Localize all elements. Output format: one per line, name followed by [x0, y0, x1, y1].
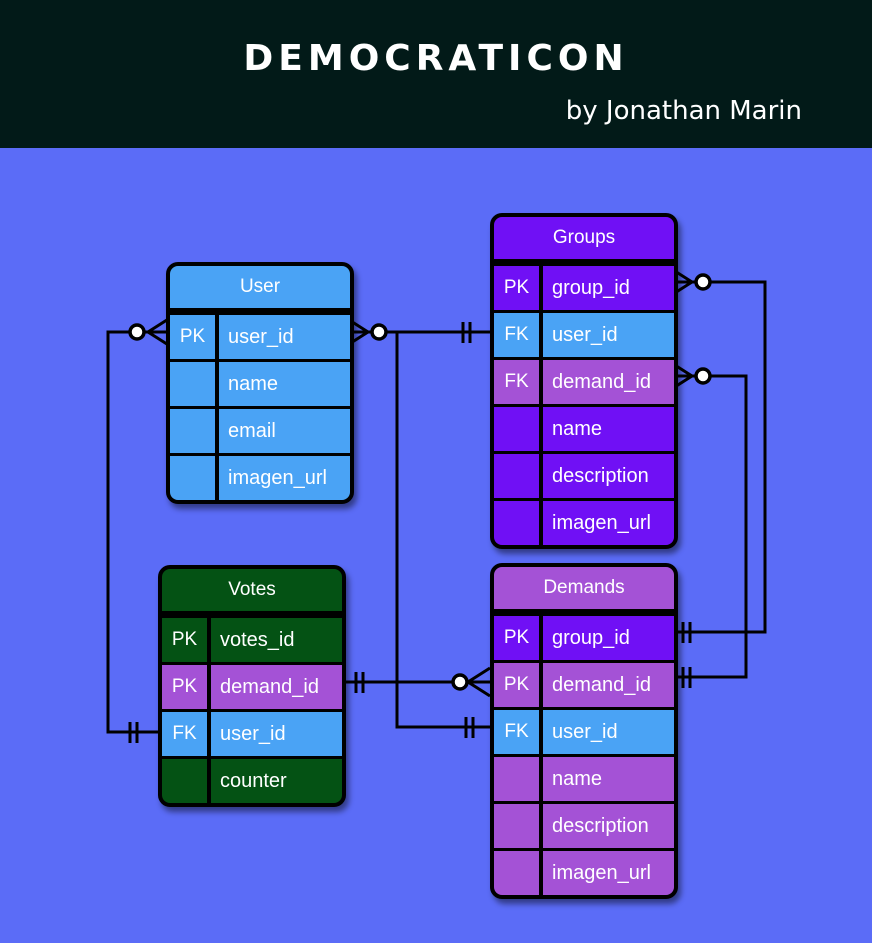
optional-circle-groups-demand — [694, 367, 712, 385]
key-badge: FK — [494, 360, 543, 404]
table-row: imagen_url — [494, 848, 674, 895]
column-name: user_id — [543, 313, 674, 357]
column-name: imagen_url — [543, 851, 674, 895]
key-badge: PK — [162, 665, 211, 709]
table-row: PK group_id — [494, 263, 674, 310]
column-name: votes_id — [211, 618, 342, 662]
key-badge: PK — [170, 315, 219, 359]
table-row: imagen_url — [494, 498, 674, 545]
optional-circle-user-left — [128, 323, 146, 341]
key-badge — [494, 407, 543, 451]
column-name: demand_id — [211, 665, 342, 709]
optional-circle-groups-group — [694, 273, 712, 291]
column-name: user_id — [219, 315, 350, 359]
table-demands-header: Demands — [494, 567, 674, 613]
key-badge: PK — [494, 663, 543, 707]
key-badge — [494, 804, 543, 848]
key-badge — [494, 501, 543, 545]
author-byline: by Jonathan Marin — [565, 96, 802, 126]
table-row: FK user_id — [162, 709, 342, 756]
optional-circle-demands — [451, 673, 469, 691]
bar-demands-demand — [681, 667, 692, 688]
column-name: demand_id — [543, 663, 674, 707]
column-name: description — [543, 454, 674, 498]
bar-demands-group — [681, 622, 692, 643]
table-row: PK demand_id — [162, 662, 342, 709]
bar-demands-user — [464, 717, 475, 738]
column-name: counter — [211, 759, 342, 803]
table-row: email — [170, 406, 350, 453]
table-row: PK group_id — [494, 613, 674, 660]
column-name: group_id — [543, 616, 674, 660]
header-bar: DEMOCRATICON by Jonathan Marin — [0, 0, 872, 148]
crowfoot-user-left — [145, 316, 171, 348]
key-badge — [162, 759, 211, 803]
table-user-header: User — [170, 266, 350, 312]
key-badge: PK — [494, 266, 543, 310]
bar-votes-user — [128, 722, 139, 743]
column-name: name — [219, 362, 350, 406]
key-badge: PK — [494, 616, 543, 660]
table-votes: Votes PK votes_id PK demand_id FK user_i… — [158, 565, 346, 807]
table-row: name — [170, 359, 350, 406]
table-row: imagen_url — [170, 453, 350, 500]
table-row: counter — [162, 756, 342, 803]
column-name: user_id — [543, 710, 674, 754]
table-row: FK user_id — [494, 707, 674, 754]
bar-votes-demand — [354, 672, 365, 693]
key-badge — [494, 851, 543, 895]
key-badge — [170, 409, 219, 453]
key-badge: FK — [494, 313, 543, 357]
column-name: description — [543, 804, 674, 848]
table-row: name — [494, 754, 674, 801]
line-groups-demands-group — [670, 280, 767, 634]
key-badge: FK — [494, 710, 543, 754]
key-badge: FK — [162, 712, 211, 756]
table-row: description — [494, 451, 674, 498]
bar-groups-user — [461, 322, 472, 343]
table-row: PK demand_id — [494, 660, 674, 707]
table-row: PK user_id — [170, 312, 350, 359]
line-user-demands — [395, 332, 490, 729]
column-name: name — [543, 757, 674, 801]
table-user: User PK user_id name email imagen_url — [166, 262, 354, 504]
key-badge — [170, 456, 219, 500]
column-name: imagen_url — [543, 501, 674, 545]
table-row: description — [494, 801, 674, 848]
column-name: user_id — [211, 712, 342, 756]
column-name: demand_id — [543, 360, 674, 404]
key-badge — [170, 362, 219, 406]
key-badge: PK — [162, 618, 211, 662]
page-title: DEMOCRATICON — [243, 38, 629, 79]
table-row: FK demand_id — [494, 357, 674, 404]
table-row: FK user_id — [494, 310, 674, 357]
table-groups: Groups PK group_id FK user_id FK demand_… — [490, 213, 678, 549]
optional-circle-user-right — [370, 323, 388, 341]
column-name: group_id — [543, 266, 674, 310]
key-badge — [494, 757, 543, 801]
table-row: PK votes_id — [162, 615, 342, 662]
column-name: email — [219, 409, 350, 453]
table-votes-header: Votes — [162, 569, 342, 615]
column-name: name — [543, 407, 674, 451]
table-groups-header: Groups — [494, 217, 674, 263]
table-row: name — [494, 404, 674, 451]
table-demands: Demands PK group_id PK demand_id FK user… — [490, 563, 678, 899]
key-badge — [494, 454, 543, 498]
column-name: imagen_url — [219, 456, 350, 500]
